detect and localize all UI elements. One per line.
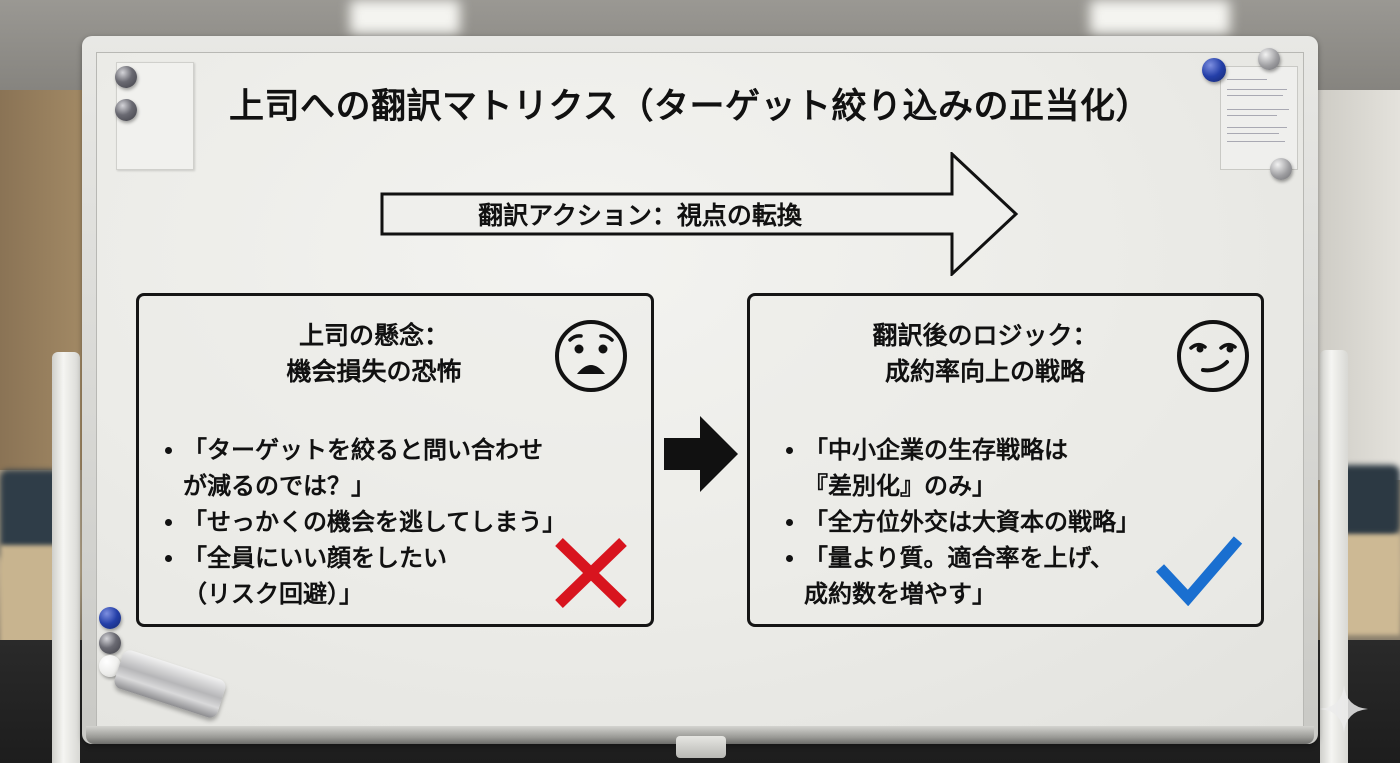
board-title: 上司への翻訳マトリクス（ターゲット絞り込みの正当化）: [229, 87, 1151, 127]
list-item: 「中小企業の生存戦略は 『差別化』のみ」: [782, 432, 1140, 504]
chair-right: [1340, 465, 1400, 535]
note-text-line: [1227, 141, 1285, 142]
panel-heading-line: 上司の懸念：: [298, 321, 449, 350]
note-text-line: [1227, 95, 1283, 96]
note-text-line: [1227, 127, 1287, 128]
magnet-icon[interactable]: [115, 66, 137, 88]
sparkle-icon: [1320, 685, 1368, 733]
ceiling-light: [350, 0, 460, 34]
black-right-arrow-icon: [664, 416, 738, 492]
marker-tray: [86, 726, 1314, 744]
panel-boss-concern: 上司の懸念： 機会損失の恐怖 「ターゲットを絞ると問い合わせ が減るのでは？」 …: [136, 293, 654, 627]
worried-face-icon: [555, 320, 627, 392]
logic-bullet-list: 「中小企業の生存戦略は 『差別化』のみ」 「全方位外交は大資本の戦略」 「量より…: [782, 432, 1140, 612]
concern-bullet-list: 「ターゲットを絞ると問い合わせ が減るのでは？」 「せっかくの機会を逃してしまう…: [161, 432, 566, 612]
outline-right-arrow-icon: [380, 152, 1019, 276]
magnet-icon[interactable]: [99, 655, 121, 677]
magnet-icon[interactable]: [99, 607, 121, 629]
magnet-icon[interactable]: [1270, 158, 1292, 180]
panel-translated-logic: 翻訳後のロジック： 成約率向上の戦略 「中小企業の生存戦略は 『差別化』のみ」 …: [747, 293, 1264, 627]
magnet-icon[interactable]: [99, 632, 121, 654]
action-arrow-label: 翻訳アクション：視点の転換: [478, 201, 802, 230]
list-item: 「全員にいい顔をしたい （リスク回避）」: [161, 540, 566, 612]
note-text-line: [1227, 133, 1279, 134]
list-item: 「全方位外交は大資本の戦略」: [782, 504, 1140, 540]
panel-heading-line: 成約率向上の戦略: [884, 357, 1085, 386]
note-text-line: [1227, 89, 1287, 90]
stand-leg-left: [52, 352, 80, 763]
ceiling-light: [1090, 0, 1230, 34]
note-text-line: [1227, 79, 1267, 80]
note-text-line: [1227, 115, 1277, 116]
tray-clip: [676, 736, 726, 758]
magnet-icon[interactable]: [1202, 58, 1226, 82]
blue-check-mark-icon: [1155, 536, 1243, 606]
smirking-face-icon: [1177, 320, 1249, 392]
magnet-icon[interactable]: [115, 99, 137, 121]
list-item: 「ターゲットを絞ると問い合わせ が減るのでは？」: [161, 432, 566, 504]
red-x-mark-icon: [555, 538, 627, 608]
panel-heading: 上司の懸念： 機会損失の恐怖: [239, 318, 509, 390]
table-right: [1340, 535, 1400, 635]
panel-heading: 翻訳後のロジック： 成約率向上の戦略: [820, 318, 1150, 390]
note-text-line: [1227, 109, 1289, 110]
magnet-icon[interactable]: [1258, 48, 1280, 70]
panel-heading-line: 機会損失の恐怖: [286, 357, 462, 386]
panel-heading-line: 翻訳後のロジック：: [872, 321, 1098, 350]
list-item: 「せっかくの機会を逃してしまう」: [161, 504, 566, 540]
paper-note-right: [1220, 66, 1298, 170]
list-item: 「量より質。適合率を上げ、 成約数を増やす」: [782, 540, 1140, 612]
